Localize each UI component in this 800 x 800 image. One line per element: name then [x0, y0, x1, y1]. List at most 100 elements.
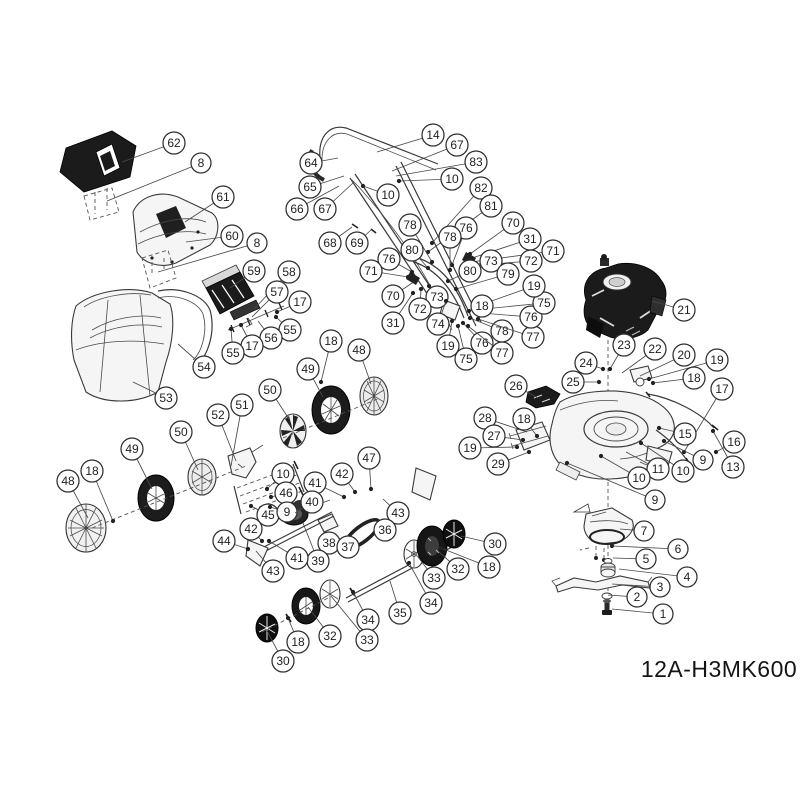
callout-circle[interactable]	[440, 167, 464, 191]
callout-circle[interactable]	[192, 355, 216, 379]
callout-76[interactable]: 76	[460, 320, 494, 355]
callout-29[interactable]: 29	[486, 449, 532, 476]
callout-8[interactable]: 8	[157, 232, 268, 273]
callout-circle[interactable]	[296, 357, 320, 381]
callout-18[interactable]: 18	[285, 615, 310, 654]
callout-circle[interactable]	[644, 489, 666, 511]
callout-circle[interactable]	[206, 403, 230, 427]
callout-73[interactable]: 73	[425, 283, 449, 309]
callout-16[interactable]: 16	[713, 430, 746, 455]
callout-circle[interactable]	[285, 546, 309, 570]
callout-33[interactable]: 33	[417, 556, 446, 590]
callout-circle[interactable]	[299, 151, 323, 175]
callout-68[interactable]: 68	[318, 226, 353, 255]
callout-circle[interactable]	[388, 601, 412, 625]
callout-34[interactable]: 34	[350, 589, 380, 632]
callout-48[interactable]: 48	[56, 469, 89, 519]
callout-46[interactable]: 46	[268, 481, 298, 505]
callout-circle[interactable]	[469, 176, 493, 200]
callout-circle[interactable]	[635, 548, 657, 570]
callout-21[interactable]: 21	[651, 298, 696, 322]
callout-circle[interactable]	[169, 420, 193, 444]
callout-6[interactable]: 6	[609, 538, 689, 560]
callout-77[interactable]: 77	[475, 316, 545, 349]
callout-circle[interactable]	[561, 370, 585, 394]
callout-circle[interactable]	[421, 123, 445, 147]
callout-circle[interactable]	[381, 311, 405, 335]
callout-circle[interactable]	[313, 197, 337, 221]
callout-9[interactable]: 9	[564, 460, 666, 511]
callout-30[interactable]: 30	[266, 630, 295, 673]
callout-circle[interactable]	[470, 331, 494, 355]
callout-44[interactable]: 44	[212, 529, 251, 553]
callout-49[interactable]: 49	[296, 357, 324, 398]
callout-22[interactable]: 22	[621, 337, 667, 374]
callout-circle[interactable]	[400, 238, 424, 262]
callout-50[interactable]: 50	[258, 378, 290, 420]
callout-42[interactable]: 42	[330, 462, 358, 495]
callout-circle[interactable]	[479, 194, 503, 218]
callout-47[interactable]: 47	[357, 446, 381, 492]
callout-18[interactable]: 18	[466, 294, 494, 318]
callout-49[interactable]: 49	[120, 437, 153, 490]
callout-circle[interactable]	[239, 517, 263, 541]
callout-43[interactable]: 43	[255, 550, 285, 583]
callout-circle[interactable]	[649, 576, 671, 598]
callout-circle[interactable]	[285, 197, 309, 221]
callout-71[interactable]: 71	[359, 259, 411, 283]
callout-circle[interactable]	[652, 603, 674, 625]
callout-circle[interactable]	[626, 586, 648, 608]
callout-52[interactable]: 52	[206, 403, 237, 462]
callout-10[interactable]: 10	[598, 453, 651, 490]
callout-51[interactable]: 51	[230, 393, 254, 467]
callout-17[interactable]: 17	[238, 322, 264, 358]
callout-35[interactable]: 35	[388, 580, 412, 625]
callout-circle[interactable]	[286, 630, 310, 654]
callout-circle[interactable]	[336, 535, 360, 559]
callout-19[interactable]: 19	[646, 348, 729, 382]
callout-24[interactable]: 24	[574, 351, 606, 375]
callout-50[interactable]: 50	[169, 420, 199, 471]
callout-62[interactable]: 62	[121, 131, 186, 163]
callout-circle[interactable]	[212, 529, 236, 553]
callout-circle[interactable]	[667, 538, 689, 560]
callout-30[interactable]: 30	[460, 532, 507, 556]
callout-67[interactable]: 67	[313, 182, 354, 221]
callout-60[interactable]: 60	[185, 224, 244, 248]
callout-circle[interactable]	[643, 337, 667, 361]
callout-74[interactable]: 74	[426, 298, 450, 336]
callout-66[interactable]: 66	[285, 185, 340, 221]
callout-circle[interactable]	[220, 224, 244, 248]
callout-55[interactable]: 55	[273, 314, 302, 342]
callout-circle[interactable]	[190, 152, 212, 174]
callout-circle[interactable]	[710, 377, 734, 401]
callout-43[interactable]: 43	[382, 498, 410, 525]
callout-circle[interactable]	[221, 341, 245, 365]
callout-72[interactable]: 72	[408, 286, 432, 321]
callout-69[interactable]: 69	[345, 229, 372, 255]
callout-73[interactable]: 73	[459, 249, 503, 273]
callout-circle[interactable]	[318, 624, 342, 648]
callout-64[interactable]: 64	[299, 151, 339, 175]
callout-circle[interactable]	[676, 566, 698, 588]
callout-circle[interactable]	[246, 232, 268, 254]
callout-circle[interactable]	[425, 285, 449, 309]
callout-circle[interactable]	[446, 557, 470, 581]
callout-circle[interactable]	[265, 280, 289, 304]
callout-circle[interactable]	[671, 459, 695, 483]
callout-circle[interactable]	[261, 559, 285, 583]
callout-72[interactable]: 72	[465, 249, 543, 273]
callout-circle[interactable]	[672, 343, 696, 367]
callout-42[interactable]: 42	[239, 517, 265, 544]
callout-1[interactable]: 1	[611, 603, 674, 625]
callout-10[interactable]: 10	[638, 440, 695, 483]
callout-78[interactable]: 78	[438, 225, 462, 273]
callout-17[interactable]: 17	[274, 290, 312, 315]
callout-circle[interactable]	[541, 239, 565, 263]
callout-13[interactable]: 13	[710, 428, 745, 479]
callout-circle[interactable]	[722, 430, 746, 454]
callout-circle[interactable]	[438, 225, 462, 249]
callout-40[interactable]: 40	[294, 490, 324, 514]
callout-18[interactable]: 18	[438, 545, 501, 579]
callout-circle[interactable]	[120, 437, 144, 461]
